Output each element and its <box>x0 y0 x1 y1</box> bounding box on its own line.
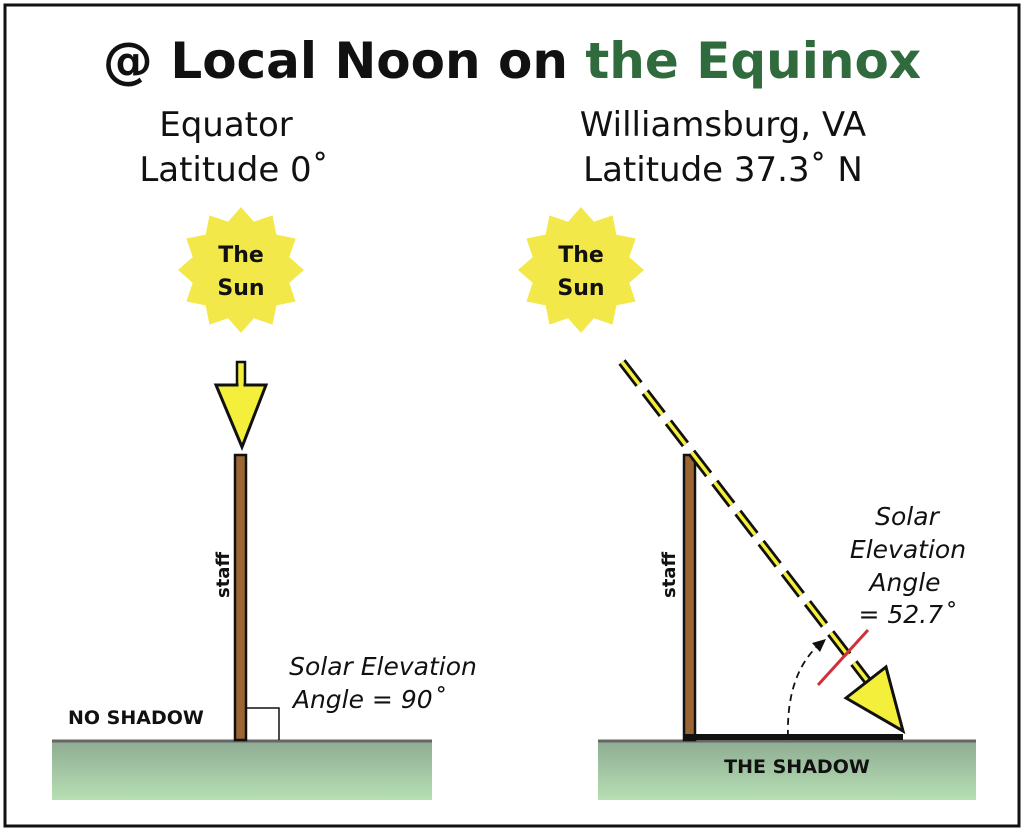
sun-ray-dashed-arrow <box>618 359 906 735</box>
title-part2: the Equinox <box>585 32 921 90</box>
the-shadow-label: THE SHADOW <box>724 756 870 778</box>
staff-label: staff <box>213 552 234 598</box>
angle-label-line4: = 52.7˚ <box>858 600 955 629</box>
angle-label-line2: Angle = 90˚ <box>291 685 445 714</box>
arc-arrowhead-icon <box>812 639 826 652</box>
sun-ray-arrow <box>213 360 269 452</box>
angle-label-line1: Solar Elevation <box>289 652 477 681</box>
staff <box>682 453 697 742</box>
sun-label-line1: The <box>558 243 604 268</box>
no-shadow-label: NO SHADOW <box>68 707 204 729</box>
staff <box>233 453 248 742</box>
sun-label-line1: The <box>218 243 264 268</box>
left-latitude: Latitude 0˚ <box>139 150 328 190</box>
angle-label-line3: Angle <box>867 568 940 597</box>
title-part1: @ Local Noon on <box>103 32 585 90</box>
ground <box>52 740 432 800</box>
sun-icon <box>178 207 304 333</box>
right-latitude: Latitude 37.3˚ N <box>583 150 863 190</box>
right-panel: Williamsburg, VA Latitude 37.3˚ N The Su… <box>518 105 976 800</box>
sun-label-line2: Sun <box>217 276 264 301</box>
left-panel: Equator Latitude 0˚ The Sun staff NO SHA… <box>52 105 477 800</box>
angle-arc <box>787 641 823 738</box>
left-place: Equator <box>159 105 293 145</box>
staff-label: staff <box>659 552 680 598</box>
red-marker <box>816 628 870 687</box>
sun-icon <box>518 207 644 333</box>
right-angle-marker <box>247 707 280 740</box>
ground <box>598 740 976 800</box>
frame-border <box>3 3 1021 828</box>
angle-label-line1: Solar <box>875 502 940 531</box>
right-place: Williamsburg, VA <box>580 105 866 145</box>
angle-label-line2: Elevation <box>850 535 966 564</box>
sun-label-line2: Sun <box>557 276 604 301</box>
page-title: @ Local Noon on the Equinox <box>103 32 921 90</box>
